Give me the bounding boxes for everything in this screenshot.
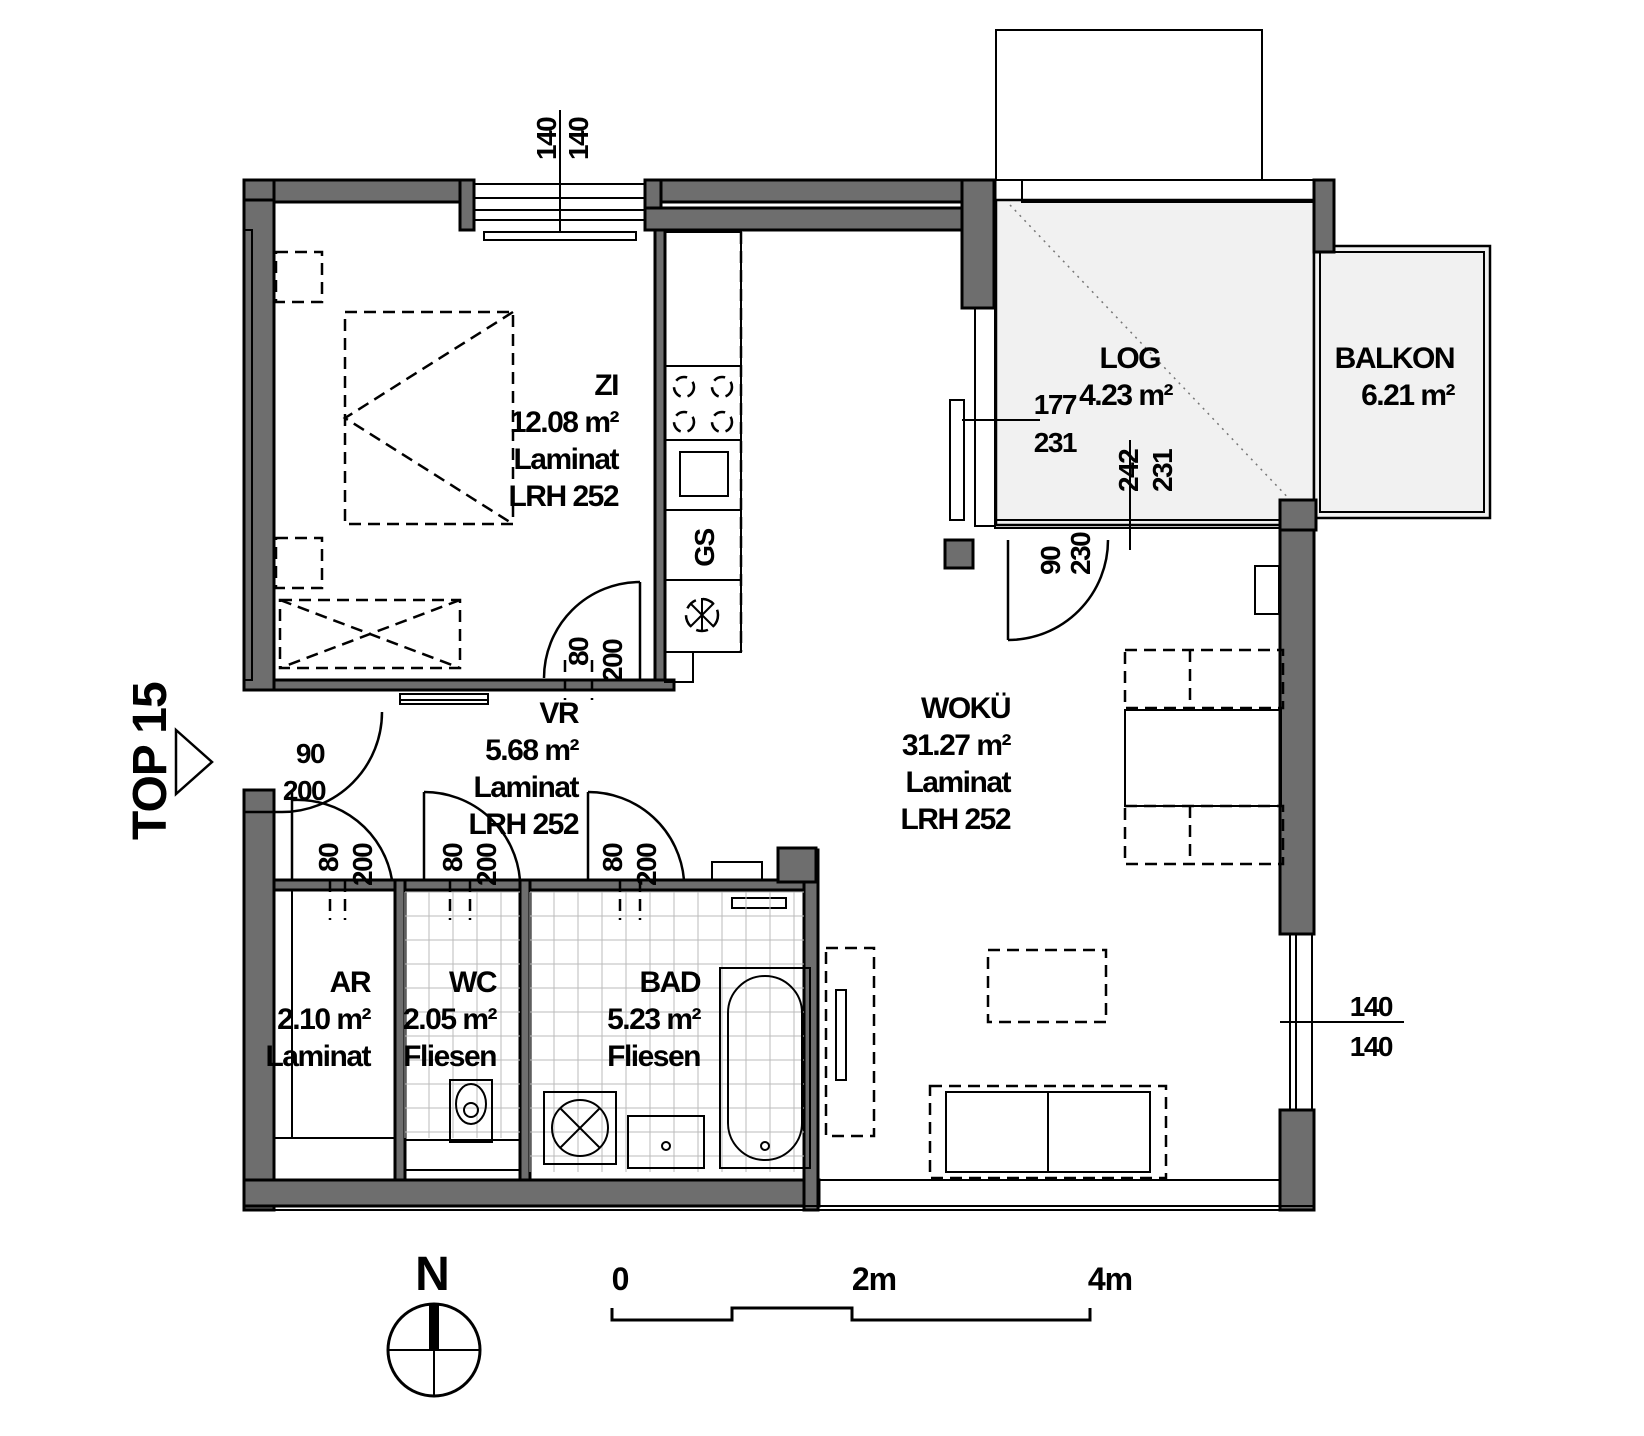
room-vr: VR 5.68 m² Laminat LRH 252	[468, 697, 581, 841]
north-label: N	[415, 1248, 449, 1301]
loggia	[949, 29, 1316, 550]
room-name: ZI	[594, 369, 618, 402]
room-name: BAD	[640, 966, 701, 999]
room-area: 5.23 m²	[607, 1003, 701, 1036]
gs-label: GS	[689, 528, 720, 566]
room-log: LOG 4.23 m²	[1079, 342, 1175, 412]
dim-value: 200	[283, 775, 326, 806]
dim-value: 140	[531, 117, 562, 160]
windows	[243, 110, 1404, 1206]
dim-value: 90	[1035, 546, 1066, 575]
room-height: LRH 252	[468, 808, 578, 841]
dim-value: 140	[563, 117, 594, 160]
room-area: 4.23 m²	[1079, 379, 1173, 412]
zi-furniture	[274, 250, 515, 705]
scale-tick: 0	[612, 1261, 629, 1297]
dim-log-window: 177 231	[1034, 389, 1079, 458]
room-zi: ZI 12.08 m² Laminat LRH 252	[508, 369, 621, 513]
room-name: WC	[449, 966, 497, 999]
dim-log-door: 242 231	[1113, 449, 1178, 492]
doors	[244, 539, 1110, 920]
room-area: 2.05 m²	[403, 1003, 497, 1036]
dim-value: 230	[1065, 532, 1096, 575]
room-floor: Laminat	[265, 1040, 371, 1073]
dim-zi-door: 80 200	[563, 637, 628, 682]
scale-bar: 0 2m 4m	[610, 1261, 1133, 1322]
dim-window-right: 140 140	[1350, 991, 1395, 1062]
dim-value: 200	[347, 843, 378, 886]
dim-value: 80	[313, 843, 344, 872]
room-name: AR	[330, 966, 372, 999]
dim-woku-door: 90 230	[1035, 532, 1096, 575]
dim-value: 242	[1113, 449, 1144, 492]
dim-value: 140	[1350, 1031, 1393, 1062]
scale-tick: 2m	[852, 1261, 896, 1297]
kitchen-counter	[664, 231, 743, 683]
dim-value: 231	[1147, 449, 1178, 492]
room-name: VR	[539, 697, 580, 730]
scale-tick: 4m	[1088, 1261, 1132, 1297]
dim-value: 200	[471, 843, 502, 886]
dim-bad-door: 80 200	[597, 843, 662, 886]
room-height: LRH 252	[900, 803, 1010, 836]
dim-value: 80	[437, 843, 468, 872]
room-floor: Laminat	[473, 771, 579, 804]
room-area: 12.08 m²	[510, 406, 620, 439]
dim-ar-door: 80 200	[313, 843, 378, 886]
room-floor: Fliesen	[607, 1040, 700, 1073]
room-floor: Fliesen	[403, 1040, 496, 1073]
entry-arrow-icon	[174, 727, 214, 797]
room-area: 6.21 m²	[1361, 379, 1455, 412]
dim-window-top: 140 140	[531, 117, 594, 160]
north-arrow-icon	[386, 1302, 482, 1398]
room-height: LRH 252	[508, 480, 618, 513]
room-bad: BAD 5.23 m² Fliesen	[607, 966, 703, 1073]
dim-value: 200	[631, 843, 662, 886]
bad-fixtures	[529, 891, 811, 1172]
dim-value: 140	[1350, 991, 1393, 1022]
dim-value: 90	[296, 738, 325, 769]
room-name: BALKON	[1335, 342, 1454, 375]
dim-value: 200	[597, 639, 628, 682]
dim-value: 231	[1034, 427, 1077, 458]
room-area: 5.68 m²	[485, 734, 579, 767]
room-floor: Laminat	[513, 443, 619, 476]
dim-value: 80	[563, 637, 594, 666]
room-area: 2.10 m²	[277, 1003, 371, 1036]
room-name: LOG	[1100, 342, 1161, 375]
dim-value: 177	[1034, 389, 1077, 420]
room-area: 31.27 m²	[902, 729, 1012, 762]
woku-south-wall	[817, 1179, 1281, 1207]
dim-value: 80	[597, 843, 628, 872]
room-woku: WOKÜ 31.27 m² Laminat LRH 252	[900, 692, 1013, 836]
dim-entry-door: 90 200	[283, 738, 328, 806]
woku-furniture	[711, 565, 1285, 1180]
room-wc: WC 2.05 m² Fliesen	[403, 966, 499, 1073]
balkon	[1278, 178, 1492, 532]
room-floor: Laminat	[905, 766, 1011, 799]
walls	[242, 178, 1334, 1212]
room-name: WOKÜ	[921, 692, 1010, 725]
room-ar: AR 2.10 m² Laminat	[265, 966, 373, 1073]
room-balkon: BALKON 6.21 m²	[1335, 342, 1457, 412]
dim-wc-door: 80 200	[437, 843, 502, 886]
unit-label: TOP 15	[124, 682, 177, 840]
wc-fixtures	[404, 891, 521, 1171]
